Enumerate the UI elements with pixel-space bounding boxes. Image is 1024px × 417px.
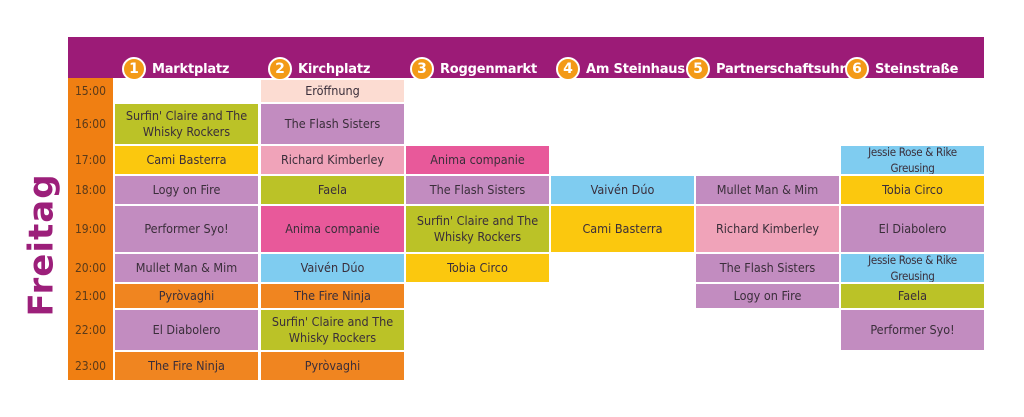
act-slot: El Diabolero — [841, 206, 984, 252]
stage-header-3: 3 Roggenmarkt — [410, 57, 537, 81]
act-slot: Mullet Man & Mim — [115, 254, 258, 282]
act-slot: The Fire Ninja — [261, 284, 404, 308]
time-column — [68, 78, 113, 380]
stage-name: Partnerschaftsuhr — [716, 61, 846, 77]
act-slot: Richard Kimberley — [261, 146, 404, 174]
stage-name: Roggenmarkt — [440, 61, 538, 77]
act-slot: Tobia Circo — [841, 176, 984, 204]
act-slot: The Flash Sisters — [261, 104, 404, 144]
act-slot: Pyròvaghi — [115, 284, 258, 308]
stage-header-6: 6 Steinstraße — [845, 57, 958, 81]
act-slot: Eröffnung — [261, 80, 404, 102]
act-slot: Tobia Circo — [406, 254, 549, 282]
act-slot: Vaivén Dúo — [261, 254, 404, 282]
day-label: Freitag — [14, 170, 70, 320]
stage-name: Marktplatz — [152, 61, 230, 77]
act-slot: Anima companie — [406, 146, 549, 174]
act-slot: Surfin' Claire and The Whisky Rockers — [406, 206, 549, 252]
day-label-text: Freitag — [22, 173, 63, 317]
stage-header-1: 1 Marktplatz — [122, 57, 229, 81]
act-slot: The Flash Sisters — [406, 176, 549, 204]
stage-name: Steinstraße — [875, 61, 959, 77]
stage-name: Am Steinhaus — [586, 61, 685, 77]
stage-number-badge: 4 — [556, 57, 580, 81]
time-label: 16:00 — [74, 117, 107, 131]
act-slot: Surfin' Claire and The Whisky Rockers — [115, 104, 258, 144]
act-slot: El Diabolero — [115, 310, 258, 350]
stage-header-2: 2 Kirchplatz — [268, 57, 370, 81]
act-slot: Mullet Man & Mim — [696, 176, 839, 204]
stage-header-5: 5 Partnerschaftsuhr — [686, 57, 846, 81]
stage-number-badge: 2 — [268, 57, 292, 81]
time-label: 20:00 — [74, 261, 107, 275]
stage-name: Kirchplatz — [298, 61, 371, 77]
stage-header-bar — [68, 37, 984, 78]
act-slot: Performer Syo! — [841, 310, 984, 350]
time-label: 22:00 — [74, 323, 107, 337]
act-slot: Anima companie — [261, 206, 404, 252]
act-slot: Richard Kimberley — [696, 206, 839, 252]
stage-number-badge: 1 — [122, 57, 146, 81]
act-slot: Performer Syo! — [115, 206, 258, 252]
time-label: 21:00 — [74, 289, 107, 303]
act-slot: Logy on Fire — [696, 284, 839, 308]
act-slot: Logy on Fire — [115, 176, 258, 204]
time-label: 18:00 — [74, 183, 107, 197]
act-slot: Surfin' Claire and The Whisky Rockers — [261, 310, 404, 350]
stage-number-badge: 6 — [845, 57, 869, 81]
time-label: 15:00 — [74, 84, 107, 98]
act-slot: The Fire Ninja — [115, 352, 258, 380]
stage-number-badge: 3 — [410, 57, 434, 81]
act-slot: Cami Basterra — [115, 146, 258, 174]
act-slot: Pyròvaghi — [261, 352, 404, 380]
time-label: 17:00 — [74, 153, 107, 167]
time-label: 23:00 — [74, 359, 107, 373]
act-slot: Jessie Rose & Rike Greusing — [841, 146, 984, 174]
act-slot: Faela — [841, 284, 984, 308]
act-slot: Faela — [261, 176, 404, 204]
act-slot: Cami Basterra — [551, 206, 694, 252]
act-slot: Vaivén Dúo — [551, 176, 694, 204]
stage-number-badge: 5 — [686, 57, 710, 81]
stage-header-4: 4 Am Steinhaus — [556, 57, 685, 81]
act-slot: Jessie Rose & Rike Greusing — [841, 254, 984, 282]
act-slot: The Flash Sisters — [696, 254, 839, 282]
time-label: 19:00 — [74, 222, 107, 236]
